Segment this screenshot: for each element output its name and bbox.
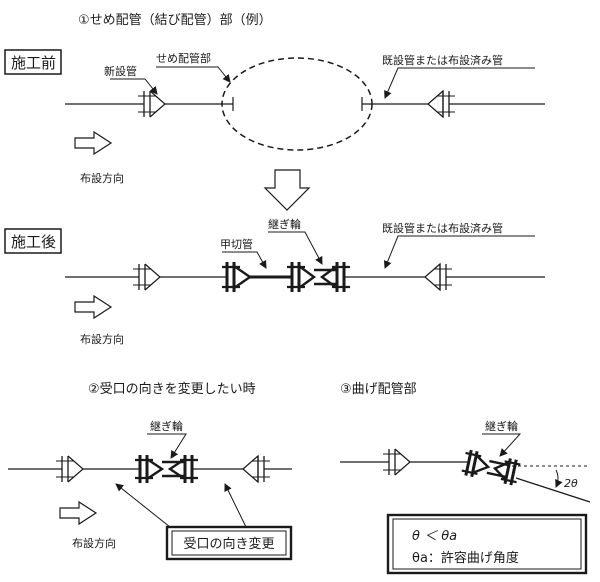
label-seme-part: せめ配管部 — [156, 51, 211, 65]
seme-pipe-area — [221, 57, 373, 151]
leader-new-pipe — [110, 78, 158, 95]
before-direction-arrow — [74, 130, 113, 156]
transition-down-arrow — [263, 169, 311, 211]
label-new-pipe: 新設管 — [104, 64, 137, 78]
section2-title: ②受口の向きを変更したい時 — [88, 381, 256, 397]
leader-seme-part — [156, 66, 231, 83]
before-direction-label: 布設方向 — [80, 171, 124, 185]
s3-angle-arc — [555, 469, 563, 488]
after-label-box: 施工後 — [4, 228, 62, 254]
s3-formula-2: θa：許容曲げ角度 — [412, 550, 519, 566]
leader-existing-before — [384, 67, 535, 99]
label-joint-ring-after: 継ぎ輪 — [268, 217, 301, 231]
after-direction-label: 布設方向 — [80, 332, 124, 346]
s2-joint-ring — [135, 455, 198, 483]
s2-box: 受口の向き変更 — [165, 525, 293, 561]
label-existing-after: 既設管または布設済み管 — [382, 221, 503, 235]
after-direction-arrow — [74, 294, 113, 320]
before-label: 施工前 — [11, 54, 56, 72]
after-label: 施工後 — [11, 233, 56, 251]
s3-bent-pipe — [515, 477, 591, 503]
leader-existing-after — [383, 235, 535, 269]
s2-direction-label: 布設方向 — [72, 536, 116, 550]
s2-pointer-right — [224, 483, 247, 528]
s2-box-label: 受口の向き変更 — [183, 536, 274, 552]
s3-joint-ring — [461, 449, 521, 486]
leader-cut-pipe — [222, 251, 267, 269]
s3-label-joint-ring: 継ぎ輪 — [485, 419, 518, 433]
s2-pointer-left — [115, 483, 171, 528]
s3-angle-label: 2θ — [564, 477, 578, 490]
s3-leader-joint-ring — [482, 433, 522, 457]
s2-leader-joint-ring — [147, 433, 187, 459]
before-new-pipe-fitting — [138, 90, 166, 118]
s3-formula-box: θ ＜ θa θa：許容曲げ角度 — [386, 513, 588, 575]
label-existing-before: 既設管または布設済み管 — [382, 53, 503, 67]
s2-label-joint-ring: 継ぎ輪 — [150, 419, 183, 433]
section1-title: ①せめ配管（結び配管）部（例） — [78, 13, 272, 28]
before-label-box: 施工前 — [4, 49, 62, 75]
leader-joint-ring-after — [268, 231, 323, 265]
s2-direction-arrow — [59, 500, 98, 526]
after-cut-pipe-assembly — [222, 262, 292, 292]
label-cut-pipe: 甲切管 — [220, 237, 253, 251]
s3-formula-1: θ ＜ θa — [412, 529, 457, 544]
after-joint-ring — [287, 262, 350, 292]
section3-title: ③曲げ配管部 — [340, 382, 417, 397]
